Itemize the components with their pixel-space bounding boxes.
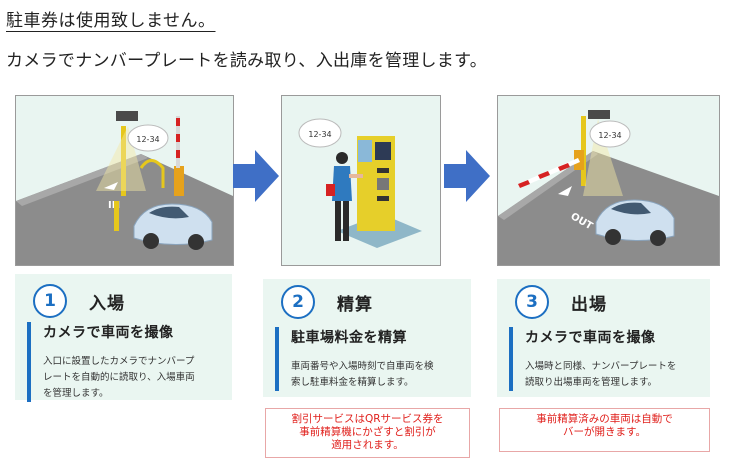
plate-bubble: 12-34 — [298, 118, 342, 148]
plate-bubble: 12-34 — [589, 120, 631, 148]
plate-bubble: 12-34 — [127, 124, 169, 152]
lane-arrow — [558, 186, 572, 196]
flow-arrow-2 — [444, 150, 490, 202]
step-detail: 駐車場料金を精算 車両番号や入場時刻で自車両を検 索し駐車料金を精算します。 — [275, 327, 434, 391]
discount-note: 割引サービスはQRサービス券を 事前精算機にかざすと割引が 適用されます。 — [265, 408, 470, 458]
step-number: 1 — [33, 284, 67, 318]
step-description: 車両番号や入場時刻で自車両を検 索し駐車料金を精算します。 — [291, 361, 434, 388]
person-icon — [326, 152, 363, 241]
page-heading: 駐車券は使用致しません。 — [6, 11, 216, 31]
step-title: 出場 — [571, 294, 607, 315]
step-number: 2 — [281, 285, 315, 319]
car-icon — [595, 199, 675, 246]
svg-text:12-34: 12-34 — [308, 130, 331, 139]
svg-text:12-34: 12-34 — [136, 135, 159, 144]
step-subtitle: 駐車場料金を精算 — [291, 330, 407, 346]
step-detail: カメラで車両を撮像 入口に設置したカメラでナンバープ レートを自動的に読取り、入… — [27, 322, 195, 402]
barrier-gate — [174, 166, 184, 196]
step-subtitle: カメラで車両を撮像 — [525, 330, 656, 346]
camera-icon — [588, 110, 610, 119]
flow-arrow-1 — [233, 150, 279, 202]
payment-machine — [357, 136, 395, 231]
payment-illustration: 12-34 — [281, 95, 441, 266]
entry-illustration: IN 12-34 — [15, 95, 234, 266]
page-subheading: カメラでナンバープレートを読み取り、入出庫を管理します。 — [6, 51, 487, 71]
step-description: 入口に設置したカメラでナンバープ レートを自動的に読取り、入場車両 を管理します… — [43, 356, 195, 399]
car-icon — [133, 203, 213, 250]
barrier-arm — [176, 116, 180, 168]
step-title: 精算 — [337, 294, 373, 315]
step-description: 入場時と同様、ナンバープレートを 読取り出場車両を管理します。 — [525, 361, 677, 388]
svg-text:12-34: 12-34 — [598, 131, 621, 140]
step-number: 3 — [515, 285, 549, 319]
camera-icon — [116, 111, 138, 121]
step-card-payment: 2 精算 駐車場料金を精算 車両番号や入場時刻で自車両を検 索し駐車料金を精算し… — [263, 279, 471, 397]
step-card-entry: 1 入場 カメラで車両を撮像 入口に設置したカメラでナンバープ レートを自動的に… — [15, 274, 232, 402]
auto-open-note: 事前精算済みの車両は自動で バーが開きます。 — [499, 408, 710, 452]
step-card-exit: 3 出場 カメラで車両を撮像 入場時と同様、ナンバープレートを 読取り出場車両を… — [497, 279, 710, 397]
lane-arrow — [104, 182, 118, 190]
step-title: 入場 — [89, 293, 125, 314]
step-detail: カメラで車両を撮像 入場時と同様、ナンバープレートを 読取り出場車両を管理します… — [509, 327, 676, 391]
camera-pole — [121, 126, 126, 196]
step-subtitle: カメラで車両を撮像 — [43, 325, 174, 341]
exit-illustration: OUT 12-34 — [497, 95, 720, 266]
barrier-arm — [518, 158, 580, 188]
